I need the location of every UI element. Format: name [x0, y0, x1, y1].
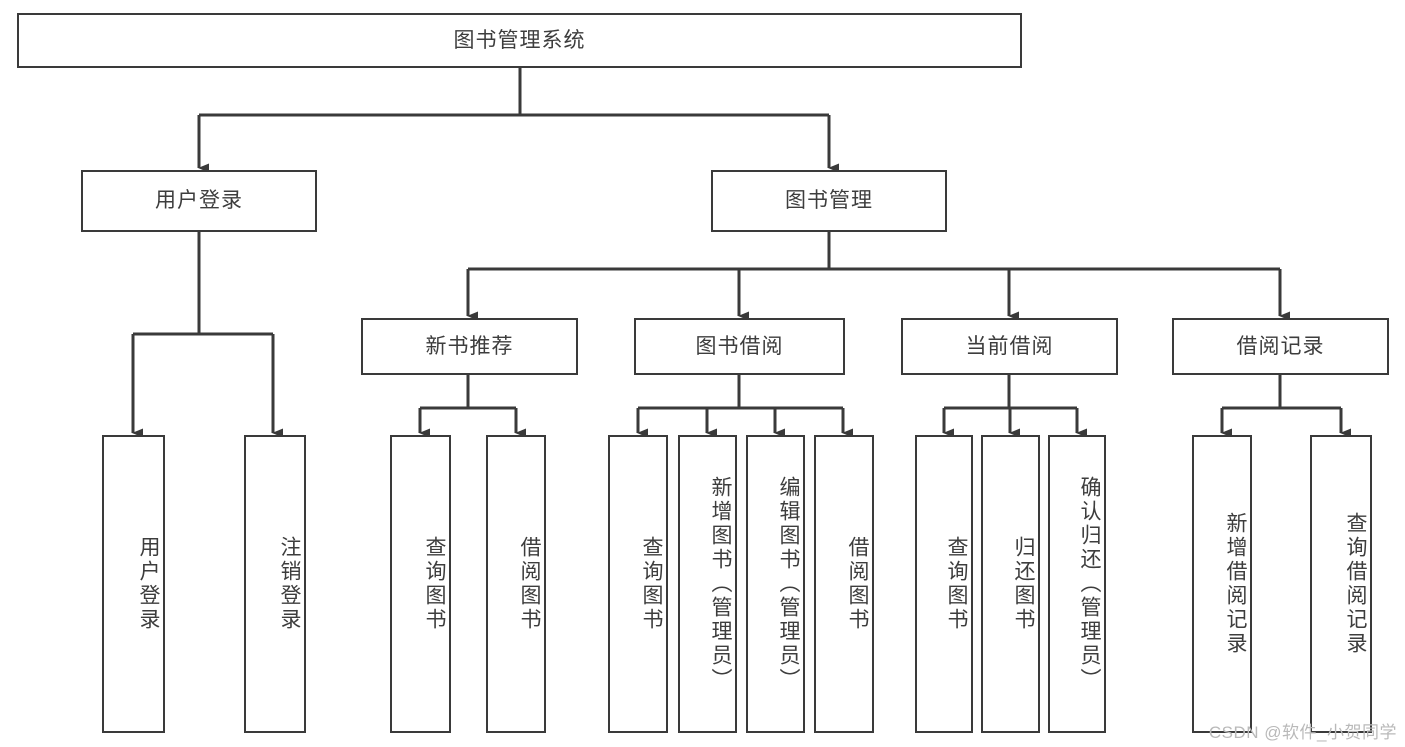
- node-user-login[interactable]: 用户登录: [81, 170, 317, 232]
- node-leaf-edit-book-admin-label: 编辑图书（管理员）: [777, 476, 800, 692]
- node-new-book-rec-label: 新书推荐: [425, 334, 514, 358]
- node-user-login-label: 用户登录: [155, 189, 243, 213]
- node-borrow-record[interactable]: 借阅记录: [1172, 318, 1389, 375]
- node-leaf-user-logout[interactable]: 注销登录: [244, 435, 306, 733]
- node-leaf-borrow-book-rec[interactable]: 借阅图书: [486, 435, 546, 733]
- node-book-manage-label: 图书管理: [785, 189, 873, 213]
- node-leaf-borrow-book-rec-label: 借阅图书: [518, 536, 541, 632]
- node-leaf-query-book-borrow[interactable]: 查询图书: [608, 435, 668, 733]
- node-leaf-borrow-book-label: 借阅图书: [846, 536, 869, 632]
- node-leaf-return-book-label: 归还图书: [1012, 536, 1035, 632]
- node-book-borrow-label: 图书借阅: [695, 334, 784, 358]
- node-leaf-borrow-book[interactable]: 借阅图书: [814, 435, 874, 733]
- node-root-book-management-system[interactable]: 图书管理系统: [17, 13, 1022, 68]
- node-leaf-query-book-borrow-label: 查询图书: [640, 536, 663, 632]
- node-leaf-add-borrow-record-label: 新增借阅记录: [1224, 512, 1247, 656]
- node-book-borrow[interactable]: 图书借阅: [634, 318, 845, 375]
- node-leaf-query-book-rec[interactable]: 查询图书: [390, 435, 451, 733]
- node-leaf-confirm-return-admin-label: 确认归还（管理员）: [1078, 476, 1101, 692]
- node-current-borrow-label: 当前借阅: [965, 334, 1054, 358]
- node-leaf-query-book-rec-label: 查询图书: [423, 536, 446, 632]
- node-borrow-record-label: 借阅记录: [1236, 334, 1325, 358]
- node-leaf-confirm-return-admin[interactable]: 确认归还（管理员）: [1048, 435, 1106, 733]
- node-new-book-rec[interactable]: 新书推荐: [361, 318, 578, 375]
- node-leaf-query-borrow-record-label: 查询借阅记录: [1344, 512, 1367, 656]
- node-leaf-add-borrow-record[interactable]: 新增借阅记录: [1192, 435, 1252, 733]
- node-root-label: 图书管理系统: [453, 28, 586, 52]
- node-leaf-add-book-admin-label: 新增图书（管理员）: [709, 476, 732, 692]
- node-current-borrow[interactable]: 当前借阅: [901, 318, 1118, 375]
- node-leaf-user-logout-label: 注销登录: [278, 536, 301, 632]
- node-book-manage[interactable]: 图书管理: [711, 170, 947, 232]
- node-leaf-return-book[interactable]: 归还图书: [981, 435, 1040, 733]
- node-leaf-add-book-admin[interactable]: 新增图书（管理员）: [678, 435, 737, 733]
- node-leaf-query-borrow-record[interactable]: 查询借阅记录: [1310, 435, 1372, 733]
- node-leaf-user-login[interactable]: 用户登录: [102, 435, 165, 733]
- node-leaf-edit-book-admin[interactable]: 编辑图书（管理员）: [746, 435, 805, 733]
- node-leaf-user-login-label: 用户登录: [137, 536, 160, 632]
- node-leaf-query-book-current[interactable]: 查询图书: [915, 435, 973, 733]
- node-leaf-query-book-current-label: 查询图书: [945, 536, 968, 632]
